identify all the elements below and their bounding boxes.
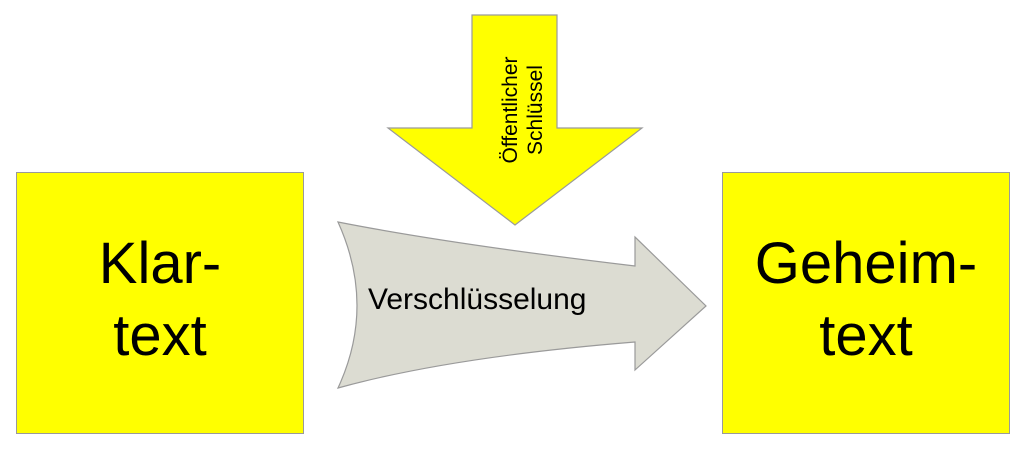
ciphertext-box: Geheim- text bbox=[722, 172, 1010, 434]
plaintext-label-line1: Klar- bbox=[98, 231, 222, 296]
public-key-label: Öffentlicher Schlüssel bbox=[498, 40, 548, 180]
plaintext-box: Klar- text bbox=[16, 172, 304, 434]
public-key-label-line1: Öffentlicher bbox=[499, 56, 522, 164]
encryption-label: Verschlüsselung bbox=[368, 283, 587, 316]
public-key-arrow bbox=[386, 14, 644, 226]
ciphertext-label-line2: text bbox=[819, 303, 913, 368]
plaintext-label-line2: text bbox=[113, 303, 207, 368]
public-key-label-line2: Schlüssel bbox=[524, 65, 547, 155]
ciphertext-label-line1: Geheim- bbox=[754, 231, 978, 296]
encryption-arrow bbox=[336, 221, 707, 389]
